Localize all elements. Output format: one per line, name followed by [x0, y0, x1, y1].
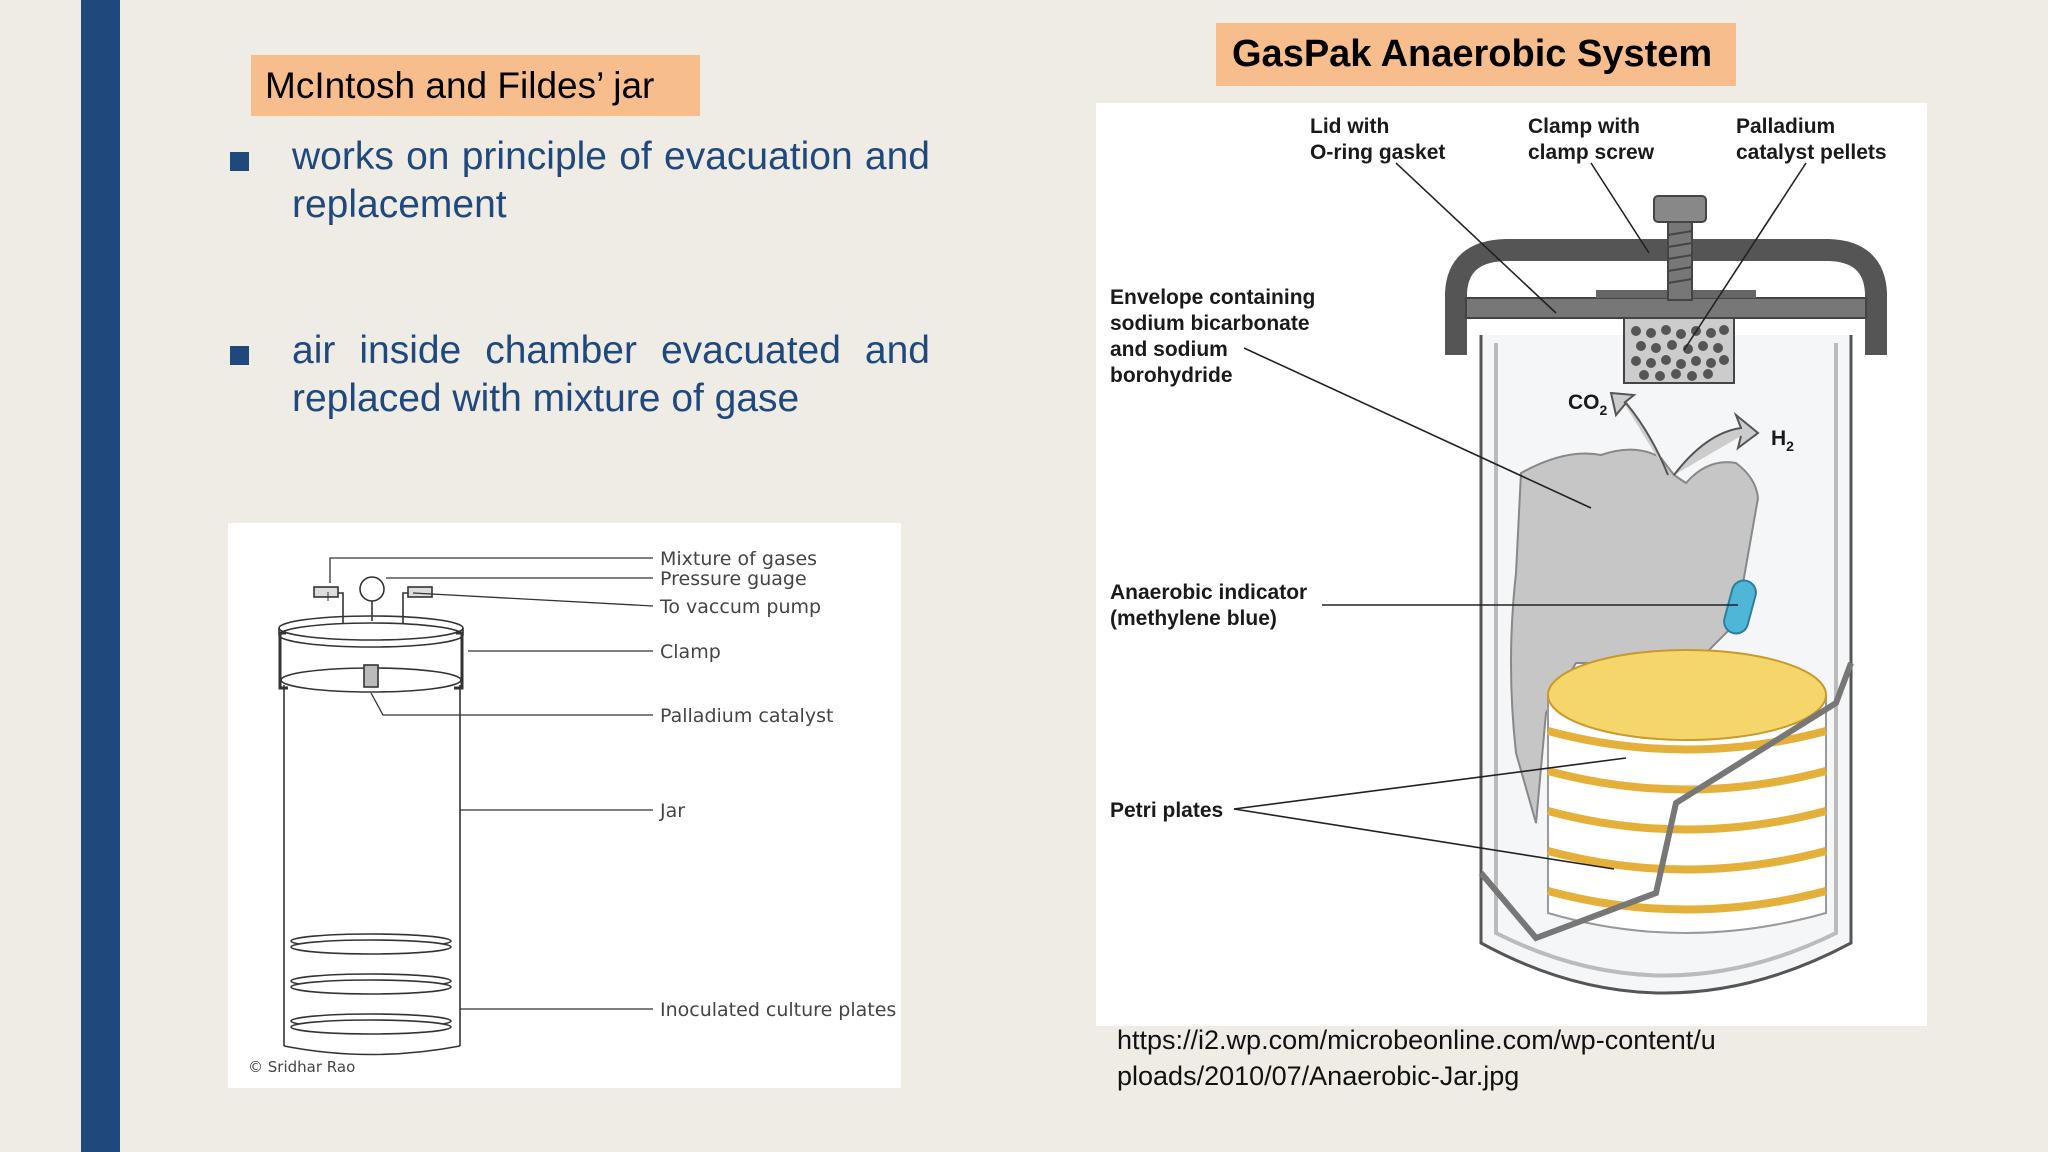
bullet-list: works on principle of evacuation and rep… — [228, 133, 930, 521]
clamp-screw-head — [1653, 195, 1707, 223]
label-lid-2: O-ring gasket — [1310, 141, 1445, 164]
co2-arrow-icon — [1609, 391, 1669, 476]
figure-credit: © Sridhar Rao — [248, 1058, 355, 1076]
pressure-gauge-icon — [359, 576, 385, 602]
label-vacuum-pump: To vaccum pump — [659, 596, 821, 618]
label-clamp: Clamp — [660, 641, 721, 663]
gas-envelope — [1510, 448, 1760, 824]
label-envelope-4: borohydride — [1110, 364, 1233, 387]
label-envelope-3: and sodium — [1110, 338, 1228, 361]
label-clamp: Clamp with — [1528, 115, 1640, 138]
methylene-blue-indicator — [1723, 579, 1757, 635]
gaspak-lid — [1445, 239, 1887, 355]
gaspak-title: GasPak Anaerobic System — [1216, 23, 1736, 86]
gaspak-diagram: Lid with O-ring gasket Clamp with clamp … — [1096, 103, 1927, 1026]
label-pressure-gauge: Pressure guage — [660, 568, 807, 590]
label-co2: CO2 — [1568, 391, 1608, 418]
label-indicator: Anaerobic indicator — [1110, 581, 1307, 604]
bullet-text-1: works on principle of evacuation and rep… — [292, 135, 930, 226]
right-clamp — [454, 631, 464, 690]
jar-lid — [278, 615, 464, 641]
label-envelope-2: sodium bicarbonate — [1110, 312, 1310, 335]
label-envelope: Envelope containing — [1110, 286, 1315, 309]
square-bullet-icon — [230, 152, 249, 171]
top-petri-plate — [1547, 649, 1827, 741]
label-culture-plates: Inoculated culture plates — [660, 999, 896, 1021]
source-url-text: https://i2.wp.com/microbeonline.com/wp-c… — [1117, 1025, 1716, 1091]
mcintosh-jar-title: McIntosh and Fildes’ jar — [251, 55, 700, 116]
label-lid: Lid with — [1310, 115, 1389, 138]
palladium-catalyst — [363, 664, 379, 688]
bullet-item-2: air inside chamber evacuated and replace… — [228, 327, 930, 423]
label-palladium: Palladium — [1736, 115, 1835, 138]
label-petri-plates: Petri plates — [1110, 799, 1223, 822]
accent-side-bar — [81, 0, 120, 1152]
label-clamp-2: clamp screw — [1528, 141, 1655, 164]
square-bullet-icon — [230, 346, 249, 365]
gaspak-svg: Lid with O-ring gasket Clamp with clamp … — [1110, 115, 1887, 995]
label-h2: H2 — [1771, 427, 1794, 454]
mcintosh-jar-diagram: Mixture of gases Pressure guage To vaccu… — [228, 523, 901, 1088]
bullet-item-1: works on principle of evacuation and rep… — [228, 133, 930, 229]
label-mixture-of-gases: Mixture of gases — [660, 548, 817, 570]
mcintosh-jar-svg: Mixture of gases Pressure guage To vaccu… — [248, 548, 896, 1076]
label-jar: Jar — [659, 800, 685, 822]
bullet-text-2: air inside chamber evacuated and replace… — [292, 329, 930, 420]
label-indicator-2: (methylene blue) — [1110, 607, 1277, 630]
label-palladium-2: catalyst pellets — [1736, 141, 1887, 164]
label-palladium-catalyst: Palladium catalyst — [660, 705, 833, 727]
h2-arrow-icon — [1673, 411, 1760, 476]
